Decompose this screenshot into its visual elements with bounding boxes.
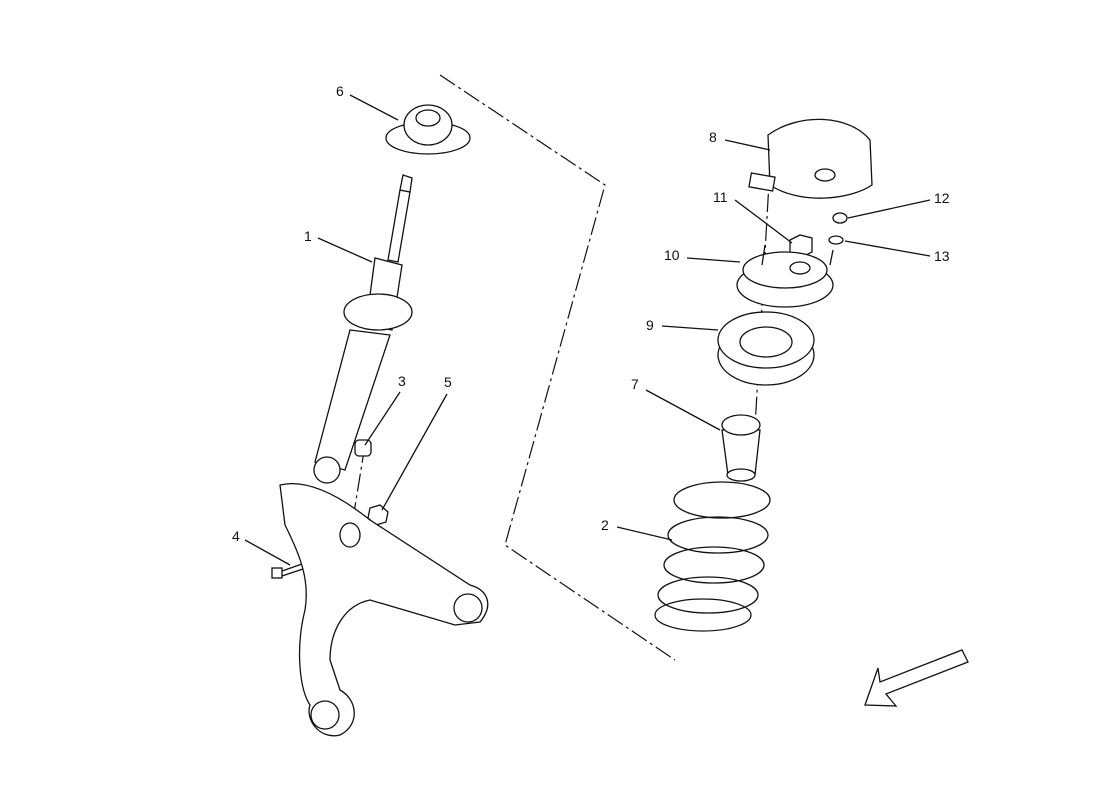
part-washer[interactable] <box>828 235 844 245</box>
part-top-mount[interactable] <box>736 244 834 308</box>
callout-2: 2 <box>601 517 609 533</box>
callout-1: 1 <box>304 228 312 244</box>
callout-9: 9 <box>646 317 654 333</box>
part-bushing[interactable] <box>354 439 372 457</box>
callout-10: 10 <box>664 247 680 263</box>
part-spring-seat[interactable] <box>385 104 471 155</box>
leader-lines <box>244 94 931 566</box>
callout-13: 13 <box>934 248 950 264</box>
callout-12: 12 <box>934 190 950 206</box>
callout-8: 8 <box>709 129 717 145</box>
part-coil-spring[interactable] <box>654 481 771 632</box>
part-shock-absorber[interactable] <box>313 174 413 484</box>
part-spring-insulator[interactable] <box>717 311 815 386</box>
callout-5: 5 <box>444 374 452 390</box>
part-nut-12[interactable] <box>832 212 848 224</box>
part-bump-stop[interactable] <box>721 414 761 482</box>
callout-6: 6 <box>336 83 344 99</box>
callout-7: 7 <box>631 376 639 392</box>
arrow-down-left-icon <box>864 649 969 707</box>
callout-4: 4 <box>232 528 240 544</box>
callout-11: 11 <box>713 189 728 205</box>
callout-3: 3 <box>398 373 406 389</box>
part-strut-cover[interactable] <box>748 118 873 199</box>
part-control-arm[interactable] <box>279 483 489 737</box>
group-outline <box>439 74 676 661</box>
